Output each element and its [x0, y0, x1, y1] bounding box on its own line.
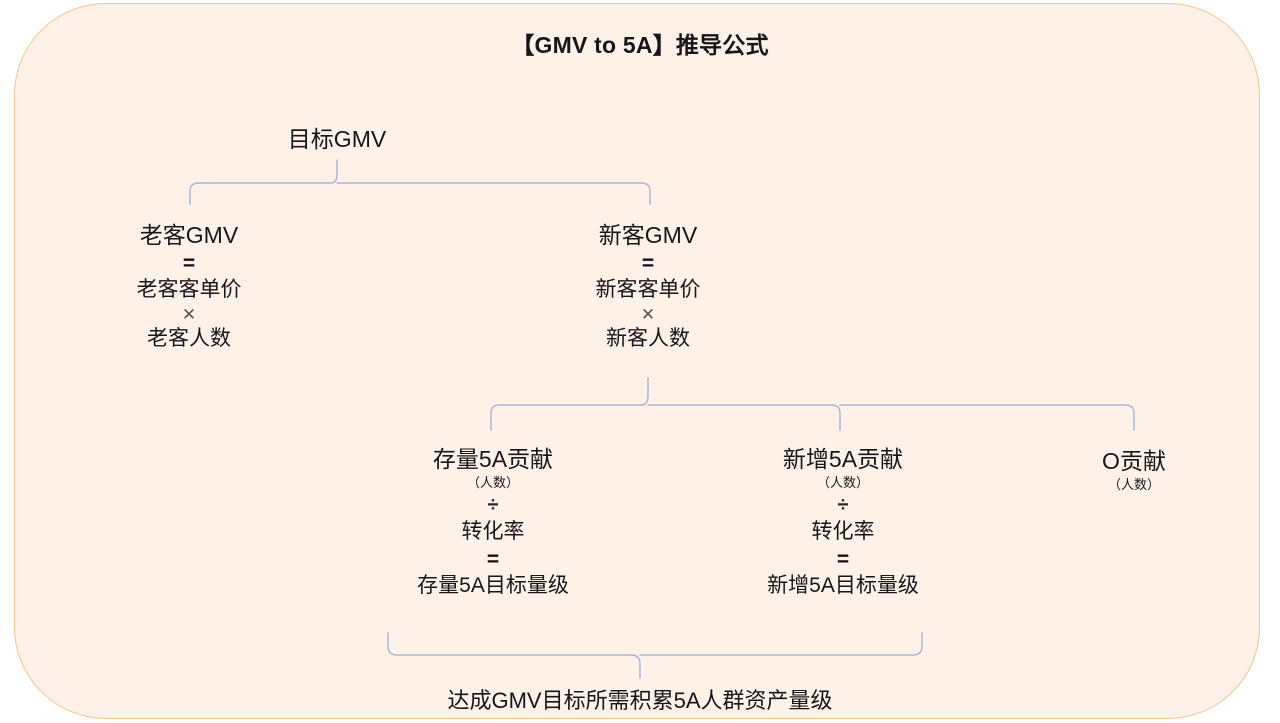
node-factor-customer-count: 老客人数: [147, 327, 231, 350]
node-factor-unit-price: 新客客单价: [595, 278, 701, 301]
node-result-target-scale: 存量5A目标量级: [417, 574, 569, 597]
operator-equals: =: [836, 548, 850, 571]
node-label: 目标GMV: [287, 126, 387, 152]
node-label: 新客GMV: [598, 222, 698, 248]
operator-divide: ÷: [837, 494, 849, 516]
node-label: O贡献: [1102, 448, 1166, 474]
operator-equals: =: [641, 252, 655, 275]
node-label: 老客GMV: [139, 222, 239, 248]
node-old-customer-gmv[interactable]: 老客GMV = 老客客单价 ✕ 老客人数: [137, 220, 242, 353]
node-sublabel: （人数）: [816, 475, 869, 490]
operator-equals: =: [486, 548, 500, 571]
node-new-customer-gmv[interactable]: 新客GMV = 新客客单价 ✕ 新客人数: [596, 220, 701, 353]
node-sublabel: （人数）: [1107, 477, 1161, 492]
node-factor-conversion-rate: 转化率: [811, 520, 875, 543]
operator-times: ✕: [181, 305, 197, 324]
page-title: 【GMV to 5A】推导公式: [511, 32, 769, 58]
node-label: 新增5A贡献: [782, 446, 904, 472]
node-sublabel: （人数）: [466, 475, 519, 490]
operator-divide: ÷: [487, 494, 499, 516]
node-existing-5a-contribution[interactable]: 存量5A贡献 （人数） ÷ 转化率 = 存量5A目标量级: [417, 444, 569, 600]
node-factor-customer-count: 新客人数: [606, 327, 690, 350]
rounded-panel: [14, 3, 1260, 719]
node-label: 存量5A贡献: [432, 446, 554, 472]
node-factor-conversion-rate: 转化率: [461, 520, 525, 543]
node-o-contribution[interactable]: O贡献 （人数）: [1102, 446, 1166, 494]
operator-times: ✕: [640, 305, 656, 324]
node-new-5a-contribution[interactable]: 新增5A贡献 （人数） ÷ 转化率 = 新增5A目标量级: [767, 444, 919, 600]
node-result-target-scale: 新增5A目标量级: [767, 574, 919, 597]
node-summary-total-5a-assets[interactable]: 达成GMV目标所需积累5A人群资产量级: [447, 688, 833, 713]
node-factor-unit-price: 老客客单价: [136, 278, 242, 301]
node-target-gmv[interactable]: 目标GMV: [288, 124, 386, 154]
operator-equals: =: [182, 252, 196, 275]
